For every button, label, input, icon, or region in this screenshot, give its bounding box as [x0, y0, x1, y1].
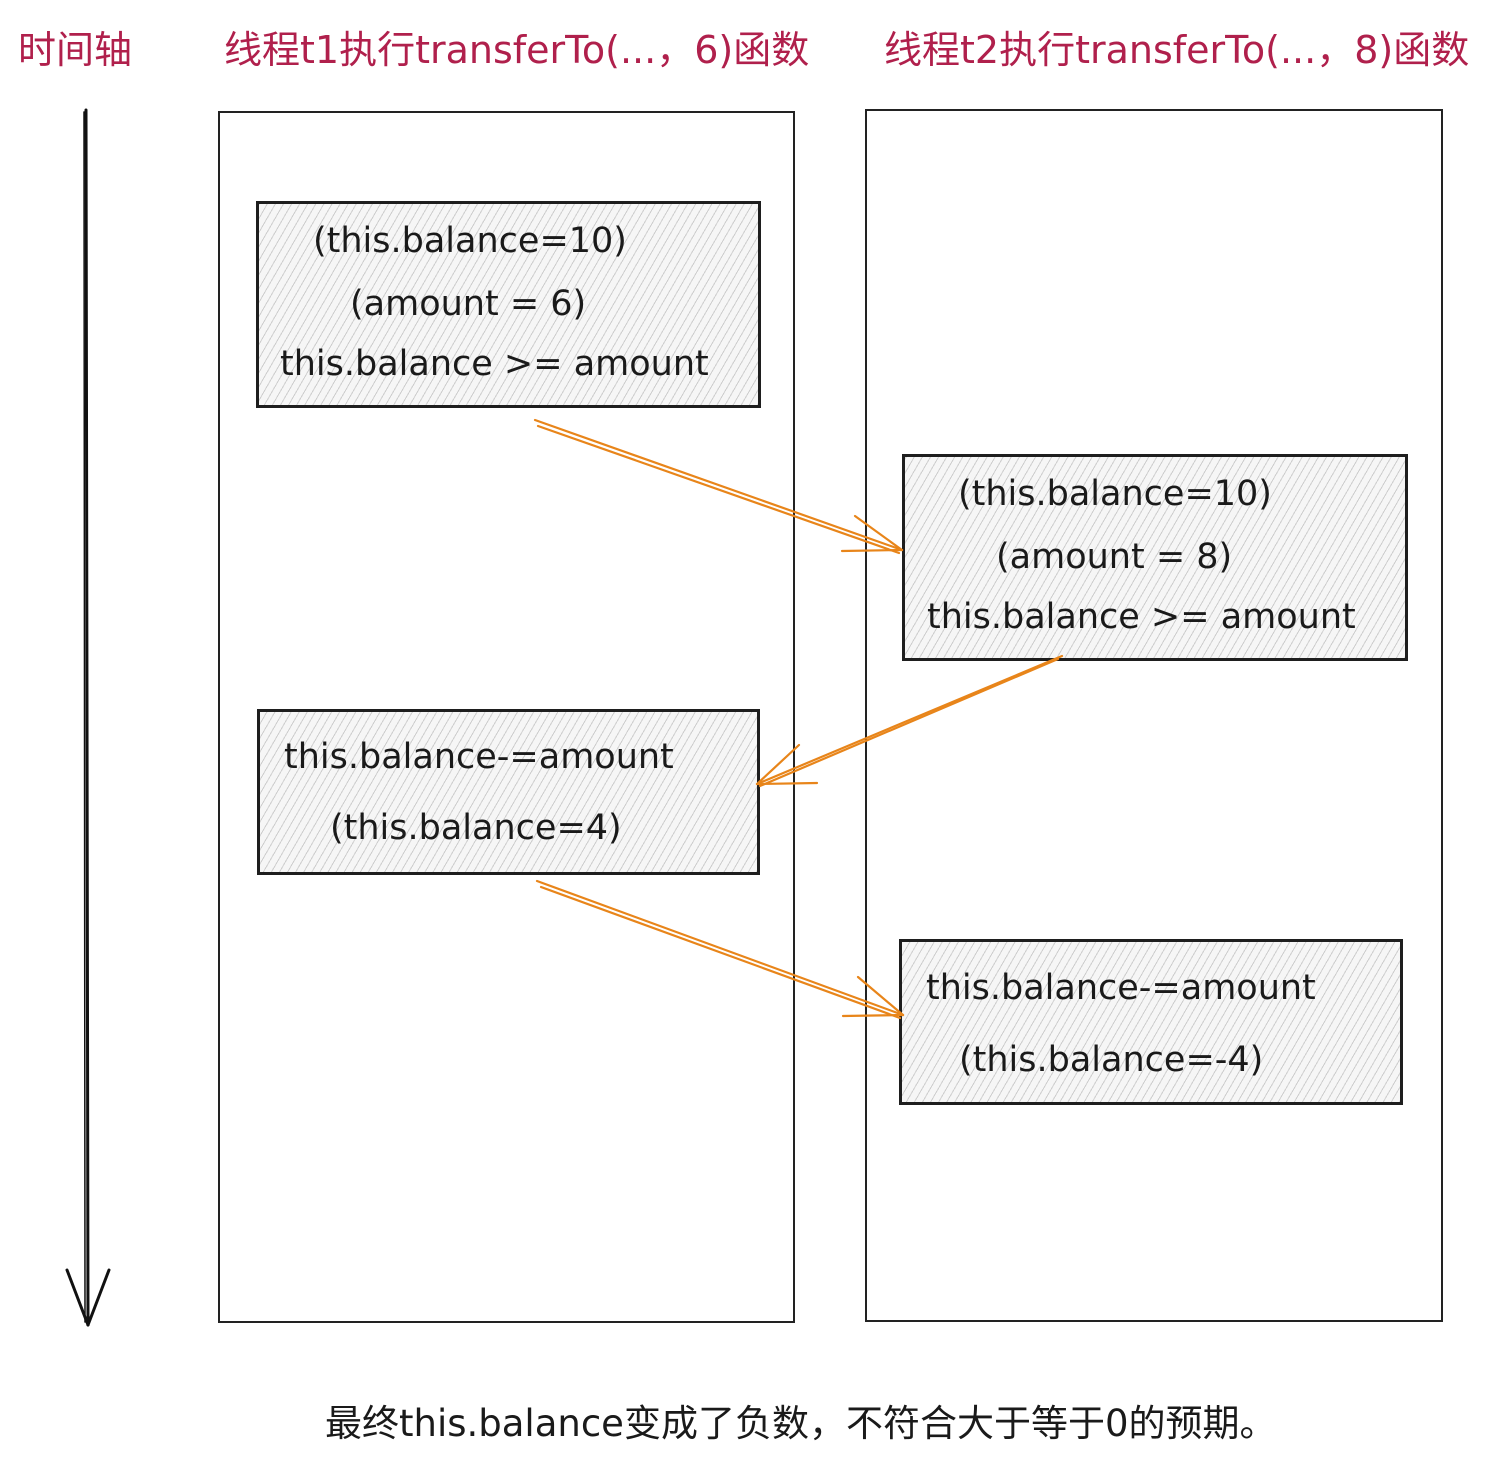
step-line: this.balance >= amount	[280, 344, 709, 384]
t1-check-step: (this.balance=10) (amount = 6) this.bala…	[256, 201, 761, 408]
thread-t2-header: 线程t2执行transferTo(...，8)函数	[884, 28, 1470, 72]
step-line: (this.balance=10)	[313, 221, 627, 261]
thread-t2-lane	[865, 109, 1443, 1322]
step-line: this.balance-=amount	[926, 968, 1316, 1008]
t2-subtract-step: this.balance-=amount (this.balance=-4)	[899, 939, 1403, 1105]
footer-caption: 最终this.balance变成了负数，不符合大于等于0的预期。	[325, 1402, 1277, 1445]
step-line: (this.balance=4)	[330, 808, 622, 848]
time-axis-arrow	[65, 108, 111, 1327]
step-line: (this.balance=-4)	[959, 1040, 1264, 1080]
step-line: (this.balance=10)	[958, 474, 1272, 514]
step-line: (amount = 8)	[996, 537, 1233, 577]
thread-t1-lane	[218, 111, 795, 1323]
flow-arrow-3	[535, 879, 905, 1020]
step-line: this.balance >= amount	[927, 597, 1356, 637]
time-axis-label: 时间轴	[18, 28, 133, 72]
t1-subtract-step: this.balance-=amount (this.balance=4)	[257, 709, 760, 875]
step-line: (amount = 6)	[350, 284, 587, 324]
t2-check-step: (this.balance=10) (amount = 8) this.bala…	[902, 454, 1408, 661]
step-line: this.balance-=amount	[284, 737, 674, 777]
flow-arrow-1	[533, 418, 904, 555]
thread-t1-header: 线程t1执行transferTo(...，6)函数	[224, 28, 810, 72]
flow-arrow-2	[755, 654, 1064, 788]
